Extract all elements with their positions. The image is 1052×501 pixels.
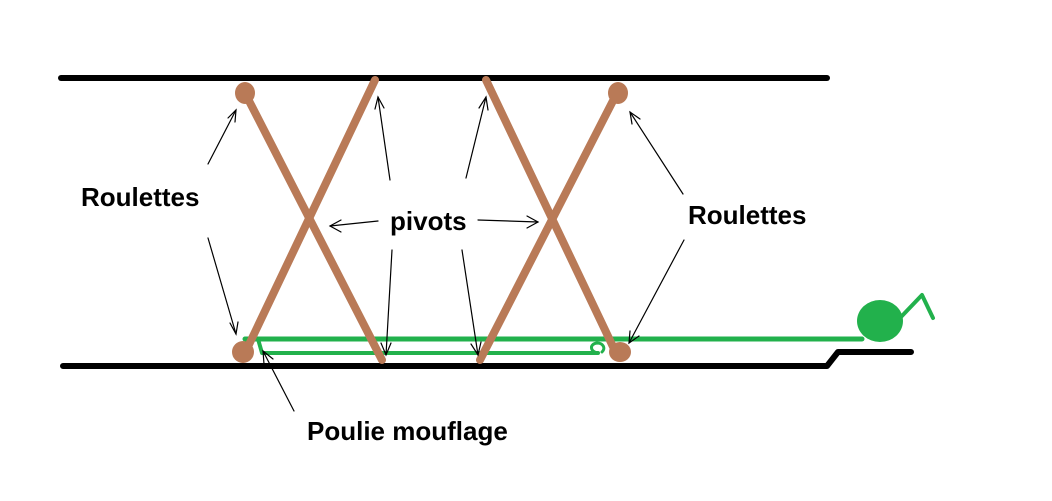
roller-bottom-left — [232, 341, 254, 363]
rails — [58, 75, 914, 369]
arrow-roulettes-left-top — [207, 108, 237, 165]
arrow-pivot-right — [477, 215, 540, 229]
scissor-arms — [241, 76, 621, 364]
arm-2 — [241, 76, 379, 357]
arm-4 — [476, 89, 621, 364]
arrow-bottom-pivot-right — [461, 249, 482, 357]
rollers — [232, 82, 631, 363]
bottom-rail — [60, 349, 914, 369]
arrow-top-pivot-left — [374, 95, 391, 181]
winch-crank-handle — [898, 293, 935, 320]
arm-1 — [241, 89, 386, 364]
winch-drum — [857, 300, 903, 342]
roller-bottom-right — [609, 342, 631, 362]
arrow-pivot-left — [328, 219, 379, 233]
label-poulie-mouflage: Poulie mouflage — [307, 416, 508, 446]
label-roulettes-left: Roulettes — [81, 182, 200, 212]
cable-hook — [590, 341, 606, 355]
arrow-roulettes-right-bottom — [628, 239, 685, 345]
arrow-poulie — [262, 349, 295, 412]
arrow-roulettes-left-bottom — [207, 237, 239, 336]
roller-top-left — [235, 82, 255, 104]
arrow-roulettes-right-top — [629, 110, 684, 195]
arrow-top-pivot-right — [465, 95, 489, 179]
label-roulettes-right: Roulettes — [688, 200, 807, 230]
roller-top-right — [608, 82, 628, 104]
arrow-bottom-pivot-left — [380, 249, 393, 357]
annotation-arrows — [207, 95, 685, 412]
label-pivots: pivots — [390, 206, 467, 236]
